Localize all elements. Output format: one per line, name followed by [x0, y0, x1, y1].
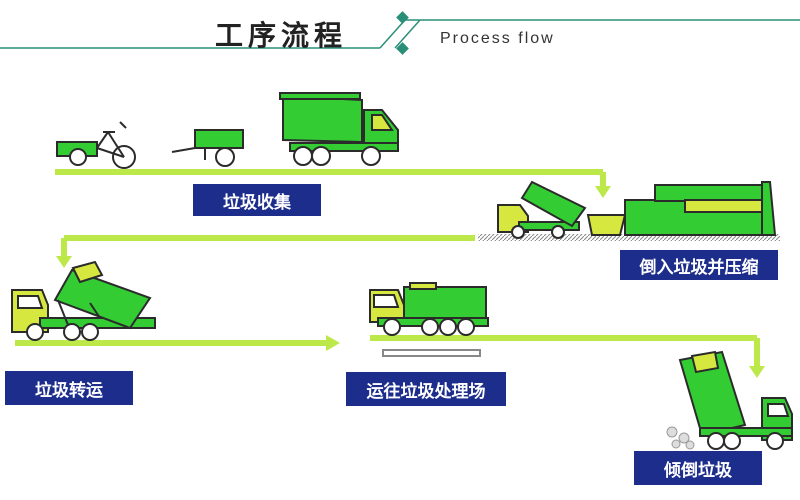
- page-subtitle: Process flow: [440, 30, 555, 47]
- transport-truck-icon: [369, 282, 489, 357]
- compression-station-icon: [497, 180, 777, 239]
- diamond-icon: [396, 11, 409, 24]
- flow-arrow-3: [15, 335, 340, 351]
- ground-hatch: [478, 234, 780, 241]
- flow-arrow-4: [370, 335, 765, 378]
- step-label-collection: 垃圾收集: [193, 184, 321, 216]
- handcart-icon: [171, 129, 244, 167]
- step-label-dumping: 倾倒垃圾: [634, 451, 762, 485]
- diamond-icon: [396, 42, 409, 55]
- debris-pile: [666, 426, 695, 450]
- step-label-transport: 运往垃圾处理场: [346, 372, 506, 406]
- tricycle-icon: [56, 121, 136, 169]
- step-label-transfer: 垃圾转运: [5, 371, 133, 405]
- flow-arrow-2: [56, 235, 475, 268]
- step-label-compression: 倒入垃圾并压缩: [620, 250, 778, 280]
- tipping-truck-icon: [666, 350, 793, 450]
- flow-arrow-1: [55, 169, 611, 198]
- hooklift-truck-icon: [11, 260, 156, 341]
- page-title: 工序流程: [215, 19, 348, 52]
- dump-truck-icon: [279, 92, 399, 166]
- header-decoration: [0, 11, 800, 55]
